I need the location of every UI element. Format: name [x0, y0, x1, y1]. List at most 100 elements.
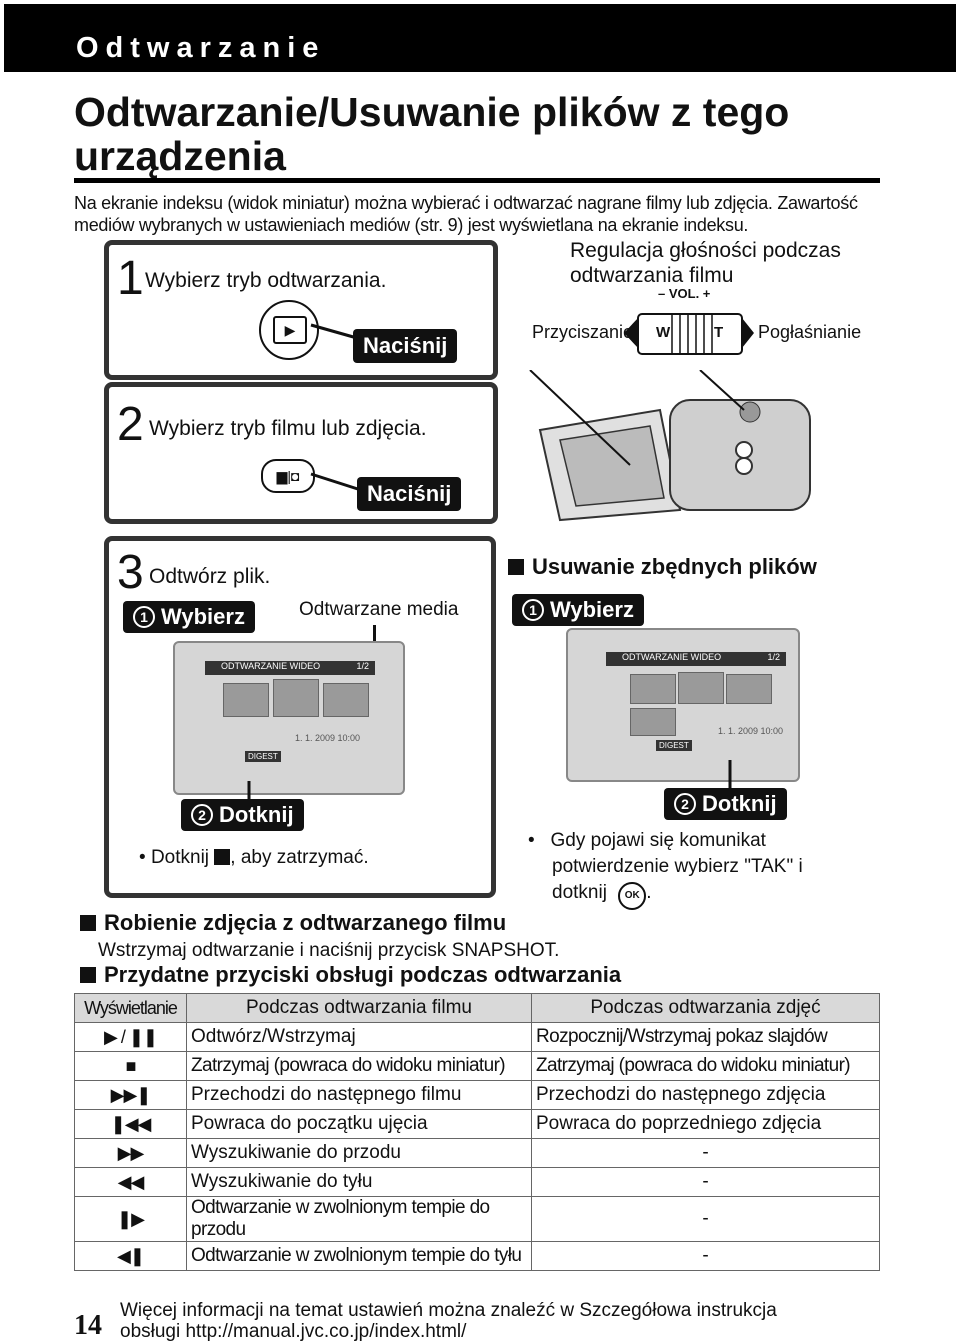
table-cell-movie: Zatrzymaj (powraca do widoku miniatur) [186, 1051, 532, 1081]
buttons-heading: Przydatne przyciski obsługi podczas odtw… [80, 962, 621, 988]
ok-icon: OK [618, 882, 647, 910]
lcd-page: 1/2 [767, 652, 780, 662]
intro-text: Na ekranie indeksu (widok miniatur) możn… [74, 193, 858, 235]
lcd-header: ODTWARZANIE WIDEO 1/2 [205, 661, 375, 675]
thumbnail[interactable] [273, 679, 319, 717]
stop-icon [214, 849, 231, 865]
step2-text: Wybierz tryb filmu lub zdjęcia. [149, 417, 427, 440]
delete-note-line1: • Gdy pojawi się komunikat [528, 830, 766, 851]
step2-box: 2 Wybierz tryb filmu lub zdjęcia. ▆|◘ Na… [104, 382, 498, 524]
title-rule [74, 178, 880, 183]
lcd-date: 1. 1. 2009 10:00 [295, 733, 361, 743]
delete-note-line3-text: dotknij [552, 882, 607, 903]
delete-note-line2: potwierdzenie wybierz "TAK" i [552, 856, 803, 877]
table-header-row: Wyświetlanie Podczas odtwarzania filmu P… [74, 993, 880, 1023]
next-icon: ▶▶❚ [74, 1080, 187, 1110]
lcd-date: 1. 1. 2009 10:00 [718, 726, 784, 736]
zoom-t-label: T [714, 324, 724, 341]
snapshot-heading: Robienie zdjęcia z odtwarzanego filmu [80, 910, 506, 936]
zoom-lever[interactable]: W T [624, 304, 754, 362]
table-row: ▶ / ❚❚ Odtwórz/Wstrzymaj Rozpocznij/Wstr… [74, 1022, 880, 1052]
delete-touch-text: Dotknij [702, 791, 777, 816]
square-bullet-icon [80, 915, 96, 931]
step1-box: 1 Wybierz tryb odtwarzania. ▶ Naciśnij [104, 240, 498, 380]
slow-rewind-icon: ◀❚ [74, 1241, 187, 1271]
table-row: ▶▶❚ Przechodzi do następnego filmu Przec… [74, 1080, 880, 1110]
table-cell-photo: - [531, 1138, 880, 1168]
table-row: ■ Zatrzymaj (powraca do widoku miniatur)… [74, 1051, 880, 1081]
stop-note-pre: Dotknij [150, 847, 210, 868]
delete-note-line1-text: Gdy pojawi się komunikat [550, 830, 766, 851]
step3-text: Odtwórz plik. [149, 565, 271, 588]
footer-line1: Więcej informacji na temat ustawień możn… [120, 1300, 777, 1321]
page-title: Odtwarzanie/Usuwanie plików z tego urząd… [74, 89, 790, 179]
table-cell-movie: Odtwarzanie w zwolnionym tempie do przod… [186, 1196, 532, 1242]
table-cell-photo: - [531, 1196, 880, 1242]
table-cell-movie: Wyszukiwanie do tyłu [186, 1167, 532, 1197]
delete-select-text: Wybierz [550, 597, 634, 622]
zoom-w-label: W [656, 324, 671, 341]
volume-down-label: Przyciszanie [532, 322, 634, 342]
page-number: 14 [74, 1310, 102, 1341]
playback-buttons-table: Wyświetlanie Podczas odtwarzania filmu P… [74, 993, 880, 1271]
table-cell-movie: Wyszukiwanie do przodu [186, 1138, 532, 1168]
volume-up-label: Pogłaśnianie [758, 322, 862, 342]
lcd-header-text: ODTWARZANIE WIDEO [622, 652, 722, 662]
step2-press-label: Naciśnij [357, 477, 462, 511]
callout-line [728, 760, 732, 790]
step3-touch-text: Dotknij [219, 802, 294, 827]
table-cell-photo: - [531, 1241, 880, 1271]
thumbnail[interactable] [223, 683, 269, 717]
table-cell-photo: Powraca do poprzedniego zdjęcia [531, 1109, 880, 1139]
volume-title-line2: odtwarzania filmu [570, 264, 734, 287]
slow-forward-icon: ❚▶ [74, 1196, 187, 1242]
banner-label: Odtwarzanie [76, 32, 326, 64]
zoom-lever-icon [624, 313, 754, 355]
table-row: ❚▶ Odtwarzanie w zwolnionym tempie do pr… [74, 1196, 880, 1242]
vol-label: – VOL. + [658, 286, 711, 301]
table-cell-photo: Rozpocznij/Wstrzymaj pokaz slajdów [531, 1022, 880, 1052]
lcd-page: 1/2 [356, 661, 369, 671]
delete-note-line3: dotknij OK. [528, 880, 803, 910]
lcd-digest[interactable]: DIGEST [245, 751, 281, 762]
square-bullet-icon [508, 559, 524, 575]
buttons-heading-text: Przydatne przyciski obsługi podczas odtw… [104, 962, 622, 987]
stop-note-post: , aby zatrzymać. [230, 847, 369, 868]
callout-line [310, 472, 365, 493]
table-row: ▶▶ Wyszukiwanie do przodu - [74, 1138, 880, 1168]
thumbnail[interactable] [630, 708, 676, 736]
rewind-icon: ◀◀ [74, 1167, 187, 1197]
stop-note: • Dotknij , aby zatrzymać. [139, 847, 369, 868]
lcd-header-text: ODTWARZANIE WIDEO [221, 661, 321, 671]
stop-icon: ■ [74, 1051, 187, 1081]
previous-icon: ❚◀◀ [74, 1109, 187, 1139]
thumbnail[interactable] [630, 674, 676, 704]
thumbnail[interactable] [678, 672, 724, 704]
section-banner: Odtwarzanie [4, 4, 956, 72]
play-icon: ▶ [273, 316, 307, 344]
square-bullet-icon [80, 967, 96, 983]
thumbnail[interactable] [726, 674, 772, 704]
thumbnail[interactable] [323, 683, 369, 717]
lcd-digest[interactable]: DIGEST [656, 740, 692, 751]
delete-heading-text: Usuwanie zbędnych plików [532, 554, 817, 579]
step3-media-label: Odtwarzane media [299, 599, 459, 620]
table-cell-movie: Powraca do początku ujęcia [186, 1109, 532, 1139]
snapshot-text: Wstrzymaj odtwarzanie i naciśnij przycis… [98, 940, 560, 961]
fast-forward-icon: ▶▶ [74, 1138, 187, 1168]
playback-button[interactable]: ▶ [259, 300, 319, 360]
volume-title: Regulacja głośności podczas odtwarzania … [570, 238, 841, 288]
step3-select-text: Wybierz [161, 604, 245, 629]
table-row: ◀❚ Odtwarzanie w zwolnionym tempie do ty… [74, 1241, 880, 1271]
table-cell-photo: - [531, 1167, 880, 1197]
camcorder-illustration [529, 370, 811, 522]
step1-number: 1 [117, 252, 144, 305]
table-cell-photo: Przechodzi do następnego zdjęcia [531, 1080, 880, 1110]
mode-button[interactable]: ▆|◘ [261, 459, 315, 493]
step2-number: 2 [117, 398, 144, 451]
delete-lcd: ODTWARZANIE WIDEO 1/2 1. 1. 2009 10:00 D… [566, 628, 800, 782]
video-photo-icon: ▆|◘ [276, 468, 300, 484]
